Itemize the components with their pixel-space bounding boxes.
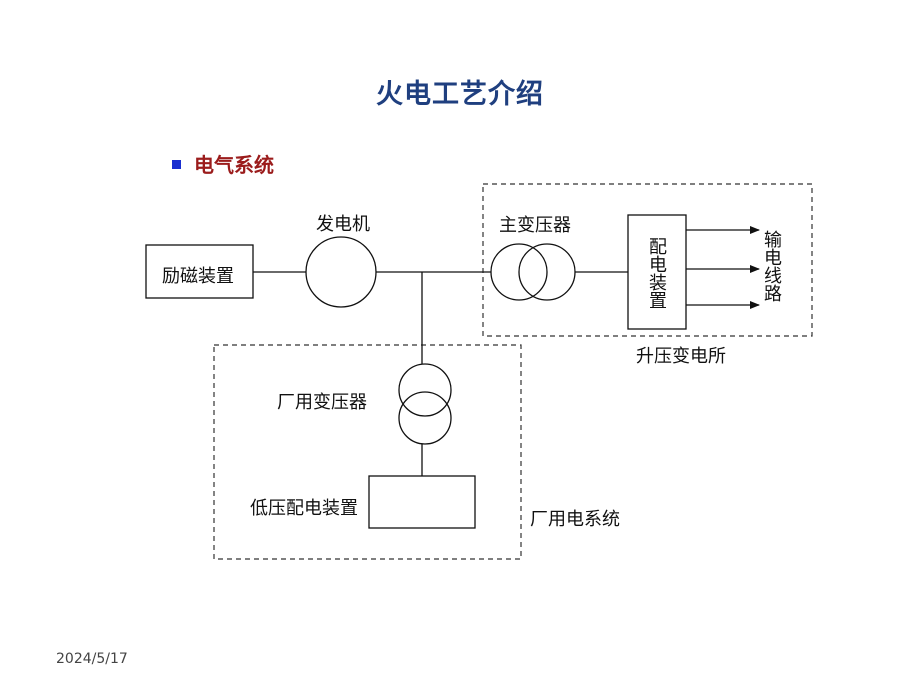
generator-circle <box>305 236 377 308</box>
main-transformer-label: 主变压器 <box>499 215 571 236</box>
exciter-box <box>145 244 254 299</box>
main-transformer-coil-left <box>490 243 548 301</box>
station-power-boundary <box>213 344 522 560</box>
section-heading: 电气系统 <box>194 153 274 177</box>
low-voltage-dist-label: 低压配电装置 <box>250 498 358 519</box>
station-transformer-coil-bottom <box>398 391 452 445</box>
low-voltage-box <box>368 475 476 529</box>
substation-label: 升压变电所 <box>636 346 726 367</box>
bullet-square-icon <box>172 160 181 169</box>
station-power-system-label: 厂用电系统 <box>530 509 620 530</box>
substation-boundary <box>482 183 813 337</box>
generator-label: 发电机 <box>316 214 370 235</box>
transmission-line-label: 输电线路 <box>761 230 782 302</box>
distribution-label: 配电装置 <box>646 237 667 309</box>
station-transformer-label: 厂用变压器 <box>277 392 367 413</box>
page-title: 火电工艺介绍 <box>376 79 544 110</box>
distribution-box <box>627 214 687 330</box>
station-transformer-coil-top <box>398 363 452 417</box>
exciter-label: 励磁装置 <box>162 266 234 287</box>
footer-date: 2024/5/17 <box>56 651 128 667</box>
